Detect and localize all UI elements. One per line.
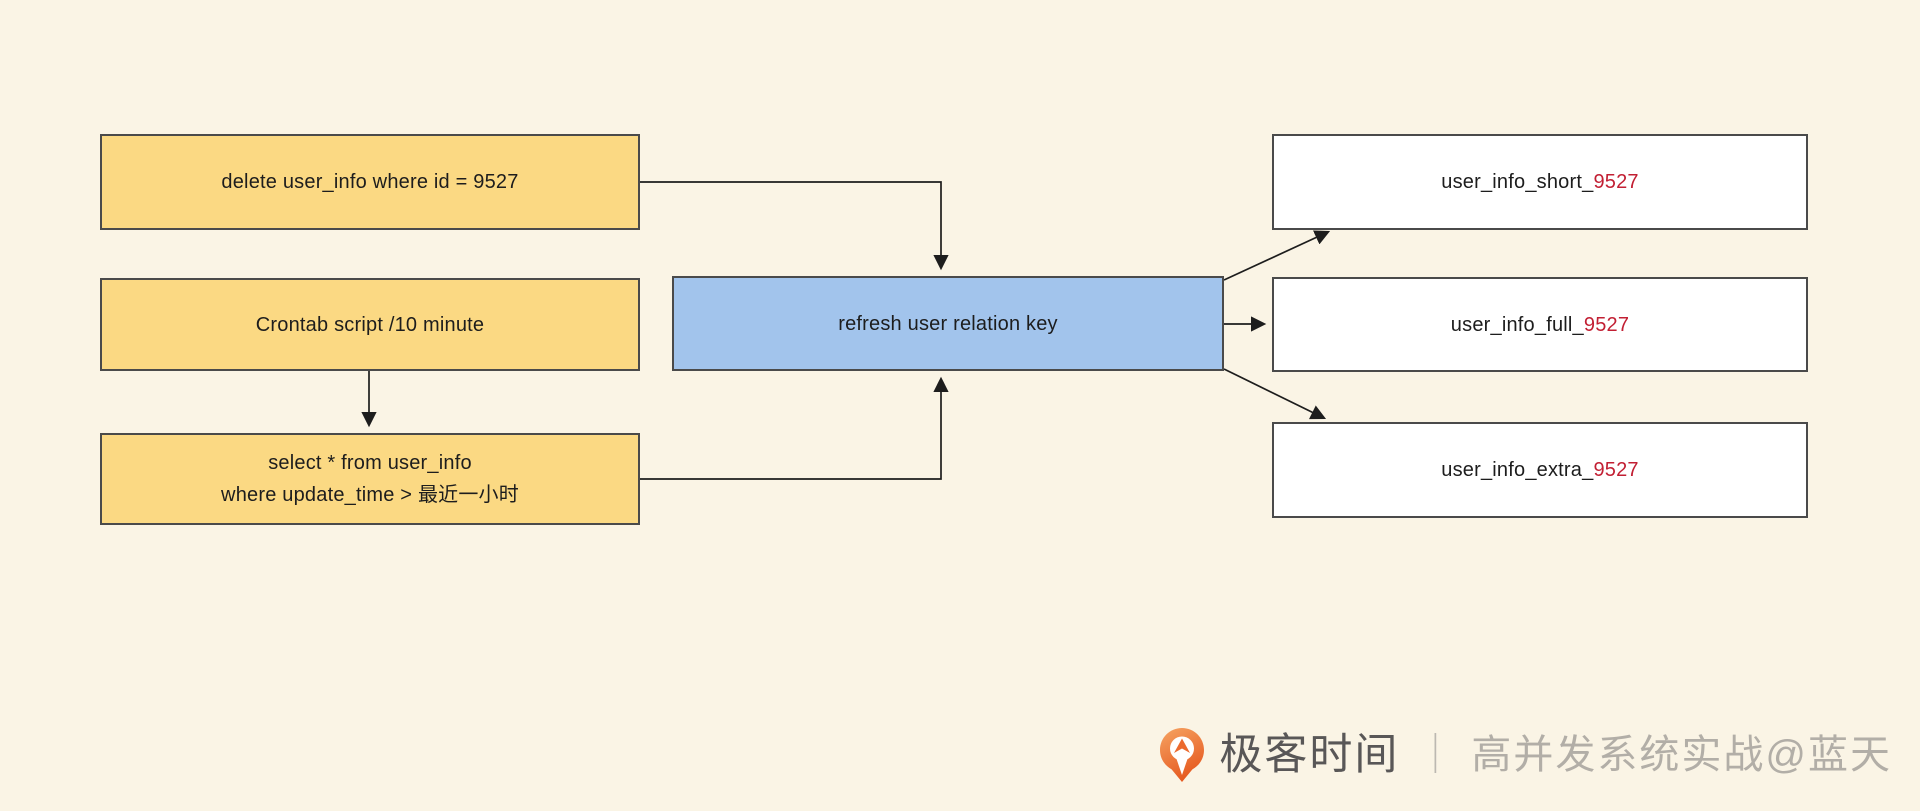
node-user-info-full: user_info_full_9527 [1272, 277, 1808, 372]
connector-refresh-to-extra [1223, 368, 1327, 420]
node-user-info-short-suffix: 9527 [1593, 171, 1639, 193]
node-user-info-extra-prefix: user_info_extra_ [1441, 459, 1594, 481]
connector-delete-to-refresh [640, 181, 949, 271]
connector-select-to-refresh [640, 376, 949, 480]
node-user-info-extra: user_info_extra_9527 [1272, 422, 1808, 518]
brand-tagline: 高并发系统实战@蓝天 [1471, 733, 1892, 777]
node-user-info-full-prefix: user_info_full_ [1450, 313, 1584, 336]
brand-separator: ｜ [1415, 733, 1456, 777]
brand-watermark: 极客时间 ｜ 高并发系统实战@蓝天 [1159, 722, 1892, 788]
node-delete-sql-label: delete user_info where id = 9527 [221, 171, 519, 193]
brand-name: 极客时间 [1219, 730, 1400, 779]
node-crontab-script: Crontab script /10 minute [100, 278, 640, 371]
node-user-info-full-suffix: 9527 [1583, 313, 1630, 336]
geektime-pin-logo-icon [1160, 728, 1205, 782]
node-user-info-short: user_info_short_9527 [1272, 134, 1808, 230]
node-refresh-relation-key: refresh user relation key [672, 276, 1224, 371]
connector-refresh-to-short [1223, 230, 1331, 281]
node-select-sql: select * from user_info where update_tim… [100, 433, 640, 525]
node-refresh-relation-key-label: refresh user relation key [838, 312, 1058, 335]
node-select-sql-line2: where update_time > 最近一小时 [221, 484, 519, 506]
node-user-info-short-label: user_info_short_9527 [1441, 166, 1638, 198]
node-crontab-script-label: Crontab script /10 minute [255, 313, 485, 336]
node-user-info-extra-label: user_info_extra_9527 [1441, 454, 1638, 486]
node-user-info-short-prefix: user_info_short_ [1441, 171, 1594, 193]
node-user-info-extra-suffix: 9527 [1593, 459, 1639, 481]
node-user-info-full-label: user_info_full_9527 [1451, 309, 1629, 341]
node-delete-sql: delete user_info where id = 9527 [100, 134, 640, 230]
node-select-sql-line1: select * from user_info [268, 452, 472, 474]
